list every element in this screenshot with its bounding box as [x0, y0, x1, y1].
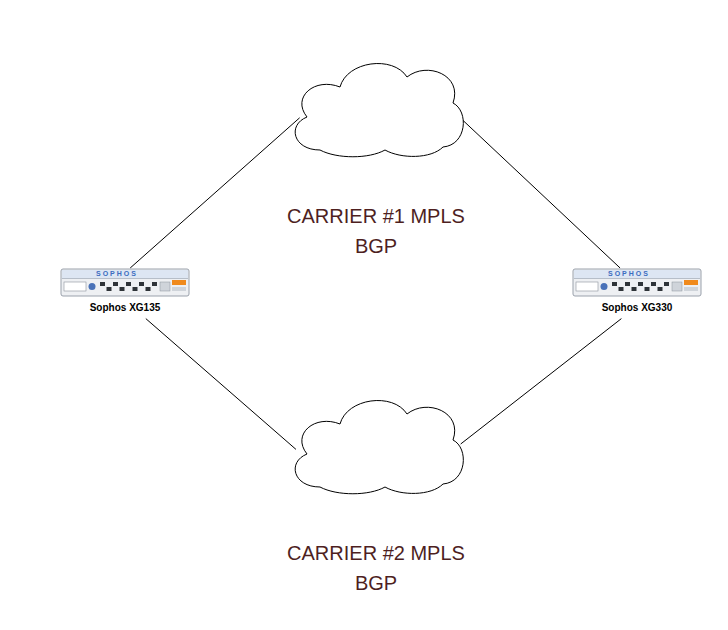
- link-line: [146, 319, 296, 450]
- carrier-label: CARRIER #2 MPLS BGP: [276, 538, 476, 598]
- network-cloud: CARRIER #2 MPLS BGP: [285, 390, 468, 498]
- carrier-label: CARRIER #1 MPLS BGP: [276, 201, 476, 261]
- brand-text: SOPHOS: [608, 270, 650, 278]
- link-line: [463, 120, 621, 268]
- link-line: [461, 319, 622, 444]
- device-label: Sophos XG135: [60, 302, 190, 314]
- brand-text: SOPHOS: [96, 270, 138, 278]
- cloud-shape: [285, 390, 468, 498]
- network-cloud: CARRIER #1 MPLS BGP: [285, 53, 468, 161]
- device-label: Sophos XG330: [572, 302, 702, 314]
- link-line: [130, 118, 299, 268]
- cloud-shape: [285, 53, 468, 161]
